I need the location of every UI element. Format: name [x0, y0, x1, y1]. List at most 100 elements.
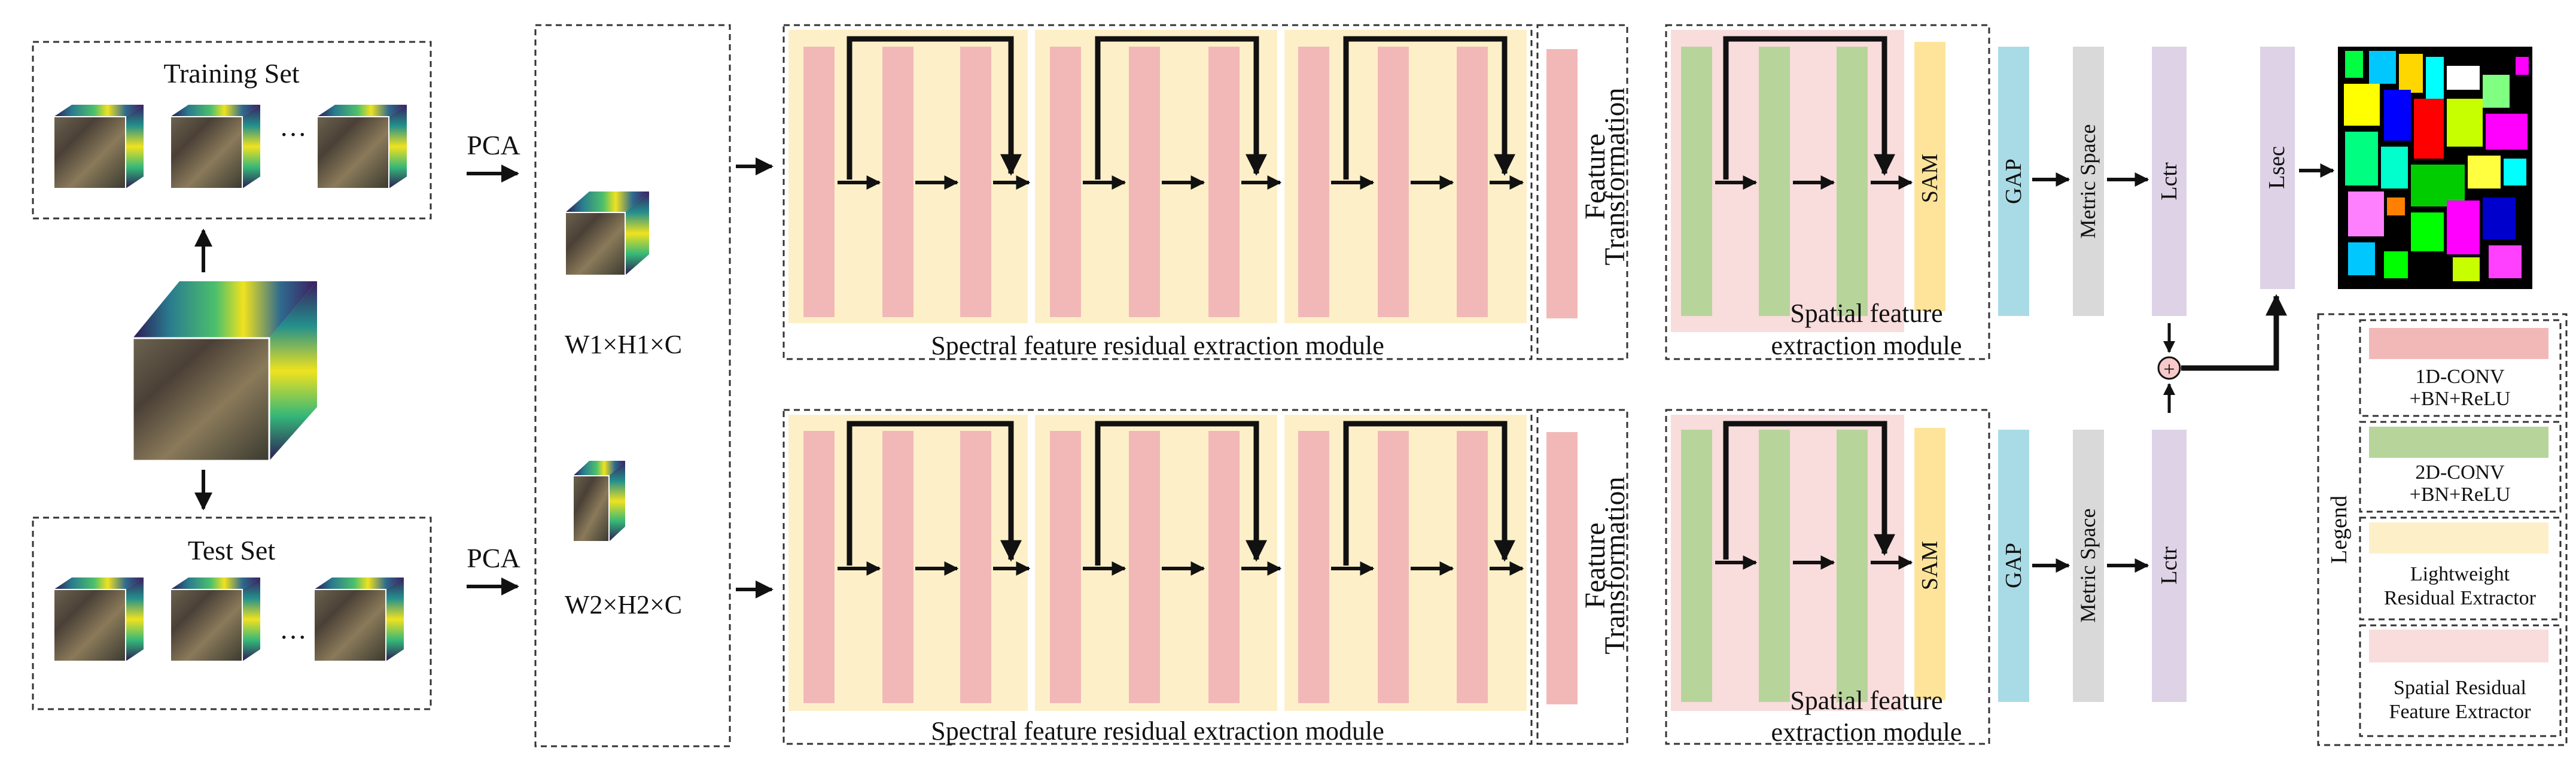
classification-map [2338, 47, 2532, 289]
metric-space-bar-bottom [2073, 430, 2104, 702]
legend-item-1-line1: 1D-CONV [2415, 366, 2505, 388]
conv1d-bar [1298, 47, 1329, 317]
legend-item-2-line2: +BN+ReLU [2410, 484, 2511, 506]
conv2d-bar [1837, 47, 1868, 316]
legend-swatch-conv2d [2369, 427, 2548, 458]
conv1d-bar [1208, 431, 1240, 703]
residual-skip-arrow [1343, 421, 1515, 566]
ft-top-text-2: Transformation [1599, 88, 1631, 266]
spectral-top-label: Spectral feature residual extraction mod… [931, 331, 1384, 360]
legend-title: Legend [2327, 496, 2352, 564]
input-section: Training Set ··· Test Set [32, 41, 432, 710]
training-set-label: Training Set [163, 58, 299, 89]
lctr-bar-top [2152, 47, 2187, 316]
spatial-bottom-line2: extraction module [1771, 718, 1962, 747]
sam-bar-bottom [1914, 428, 1945, 700]
patch-cube-1 [565, 192, 649, 276]
training-ellipsis: ··· [279, 119, 307, 150]
conv1d-bar [1378, 431, 1409, 703]
lctr-bar-bottom [2152, 430, 2187, 702]
residual-skip-arrow [1343, 36, 1515, 180]
conv1d-bar [1129, 431, 1160, 703]
conv2d-bar [1837, 430, 1868, 702]
merge-section: + Lsec [2157, 47, 2532, 413]
test-ellipsis: ··· [279, 622, 307, 652]
spectral-top-frame [782, 24, 1533, 360]
lsec-label: Lsec [2264, 146, 2289, 189]
ft-bottom-frame [1536, 409, 1628, 745]
patch-box [534, 24, 731, 747]
conv1d-bar [882, 47, 914, 317]
sam-top-label: SAM [1917, 154, 1942, 203]
residual-skip-arrow [1723, 36, 1895, 180]
legend-item-frame [2359, 421, 2562, 513]
conv2d-bar [1681, 430, 1712, 702]
conv1d-bar [1378, 47, 1409, 317]
conv1d-bar [960, 47, 991, 317]
conv1d-bar [803, 47, 835, 317]
head-top: GAP Metric Space Lctr [1998, 47, 2187, 316]
legend-item-3-line2: Residual Extractor [2384, 587, 2537, 609]
spatial-bottom-line1: Spatial feature [1790, 686, 1942, 715]
gap-bar-top [1998, 47, 2029, 316]
head-bottom: GAP Metric Space Lctr [1998, 430, 2187, 702]
ft-top-frame [1536, 24, 1628, 360]
pca-bottom-label: PCA [467, 543, 520, 573]
conv1d-bar [1457, 431, 1488, 703]
lctr-top-label: Lctr [2157, 162, 2182, 200]
test-cube-1 [53, 577, 144, 662]
training-cube-3 [316, 105, 407, 189]
metric-space-top-label: Metric Space [2076, 124, 2100, 239]
ft-bottom-text-1: Feature [1579, 522, 1611, 609]
training-cube-2 [170, 105, 260, 189]
legend-swatch-lightweight [2369, 522, 2548, 554]
residual-skip-arrow [1095, 36, 1267, 180]
spatial-top-line2: extraction module [1771, 331, 1962, 360]
spatial-module-top: SAM Spatial feature extraction module [1665, 24, 1990, 360]
conv1d-bar [1208, 47, 1240, 317]
arrow-sum-to-lsec [2181, 294, 2287, 371]
spatial-top-frame [1665, 24, 1990, 360]
training-set-box [32, 41, 432, 220]
ft-bottom-text-2: Transformation [1599, 477, 1631, 655]
conv1d-bar [1298, 431, 1329, 703]
lctr-bottom-label: Lctr [2157, 546, 2182, 585]
legend: Legend 1D-CONV +BN+ReLU 2D-CONV +BN+ReLU… [2317, 313, 2568, 746]
conv1d-bar [1050, 47, 1081, 317]
source-cube [132, 281, 317, 462]
ft-top-bar [1546, 49, 1578, 318]
legend-swatch-conv1d [2369, 328, 2548, 359]
residual-skip-arrow [847, 36, 1022, 180]
legend-item-1-line2: +BN+ReLU [2410, 388, 2511, 410]
legend-item-4-line2: Feature Extractor [2389, 701, 2532, 723]
legend-item-3-line1: Lightweight [2410, 563, 2510, 585]
ft-top-text-1: Feature [1579, 133, 1611, 220]
conv1d-bar [960, 431, 991, 703]
legend-item-4-line1: Spatial Residual [2394, 677, 2526, 699]
conv1d-bar [1457, 47, 1488, 317]
gap-bar-bottom [1998, 430, 2029, 702]
test-set-box [32, 516, 432, 710]
legend-frame [2317, 313, 2568, 746]
feature-transformation-top: Feature Transformation [1536, 24, 1631, 360]
legend-item-frame [2359, 516, 2562, 621]
pca-section: PCA PCA W1×H1×C W2×H2×C [467, 24, 774, 747]
pca-top-label: PCA [467, 130, 520, 160]
conv2d-bar [1759, 430, 1790, 702]
lsec-bar [2260, 47, 2295, 289]
legend-swatch-spatial [2369, 630, 2548, 662]
patch-top-dims: W1×H1×C [565, 330, 682, 359]
legend-item-2-line1: 2D-CONV [2415, 461, 2505, 484]
residual-skip-arrow [847, 421, 1022, 566]
spectral-bottom-label: Spectral feature residual extraction mod… [931, 716, 1384, 746]
residual-skip-arrow [1095, 421, 1267, 566]
training-cube-1 [53, 105, 144, 189]
conv1d-bar [1129, 47, 1160, 317]
ft-bottom-bar [1546, 432, 1578, 704]
spatial-bottom-frame [1665, 409, 1990, 745]
gap-bottom-label: GAP [2001, 543, 2026, 588]
conv2d-bar [1681, 47, 1712, 316]
spectral-module-bottom: Spectral feature residual extraction mod… [782, 409, 1533, 746]
spatial-module-bottom: SAM Spatial feature extraction module [1665, 409, 1990, 747]
